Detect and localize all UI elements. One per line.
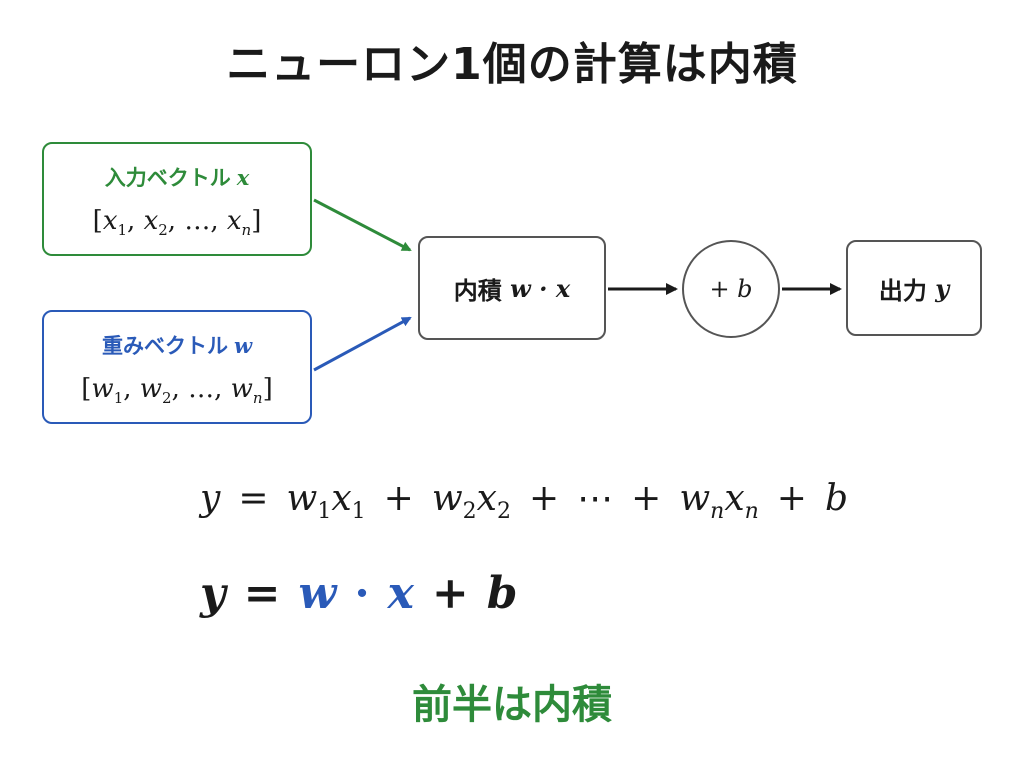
footer-caption: 前半は内積: [412, 682, 612, 728]
dot-product-node: 内積 w · x: [418, 236, 606, 340]
formula-expanded: y=w1x1+w2x2+⋯+wnxn+b: [200, 478, 849, 525]
formula-vector: y=w·x+b: [200, 568, 518, 619]
output-node: 出力 y: [846, 240, 982, 336]
page-title: ニューロン1個の計算は内積: [226, 39, 798, 90]
arrow-x-to-dot: [313, 198, 412, 252]
bias-node: + b: [682, 240, 780, 338]
input-vector-x-elements: [x1, x2, …, xn]: [92, 206, 262, 240]
arrow-w-to-dot: [313, 316, 412, 372]
weight-vector-w-elements: [w1, w2, …, wn]: [81, 374, 273, 408]
